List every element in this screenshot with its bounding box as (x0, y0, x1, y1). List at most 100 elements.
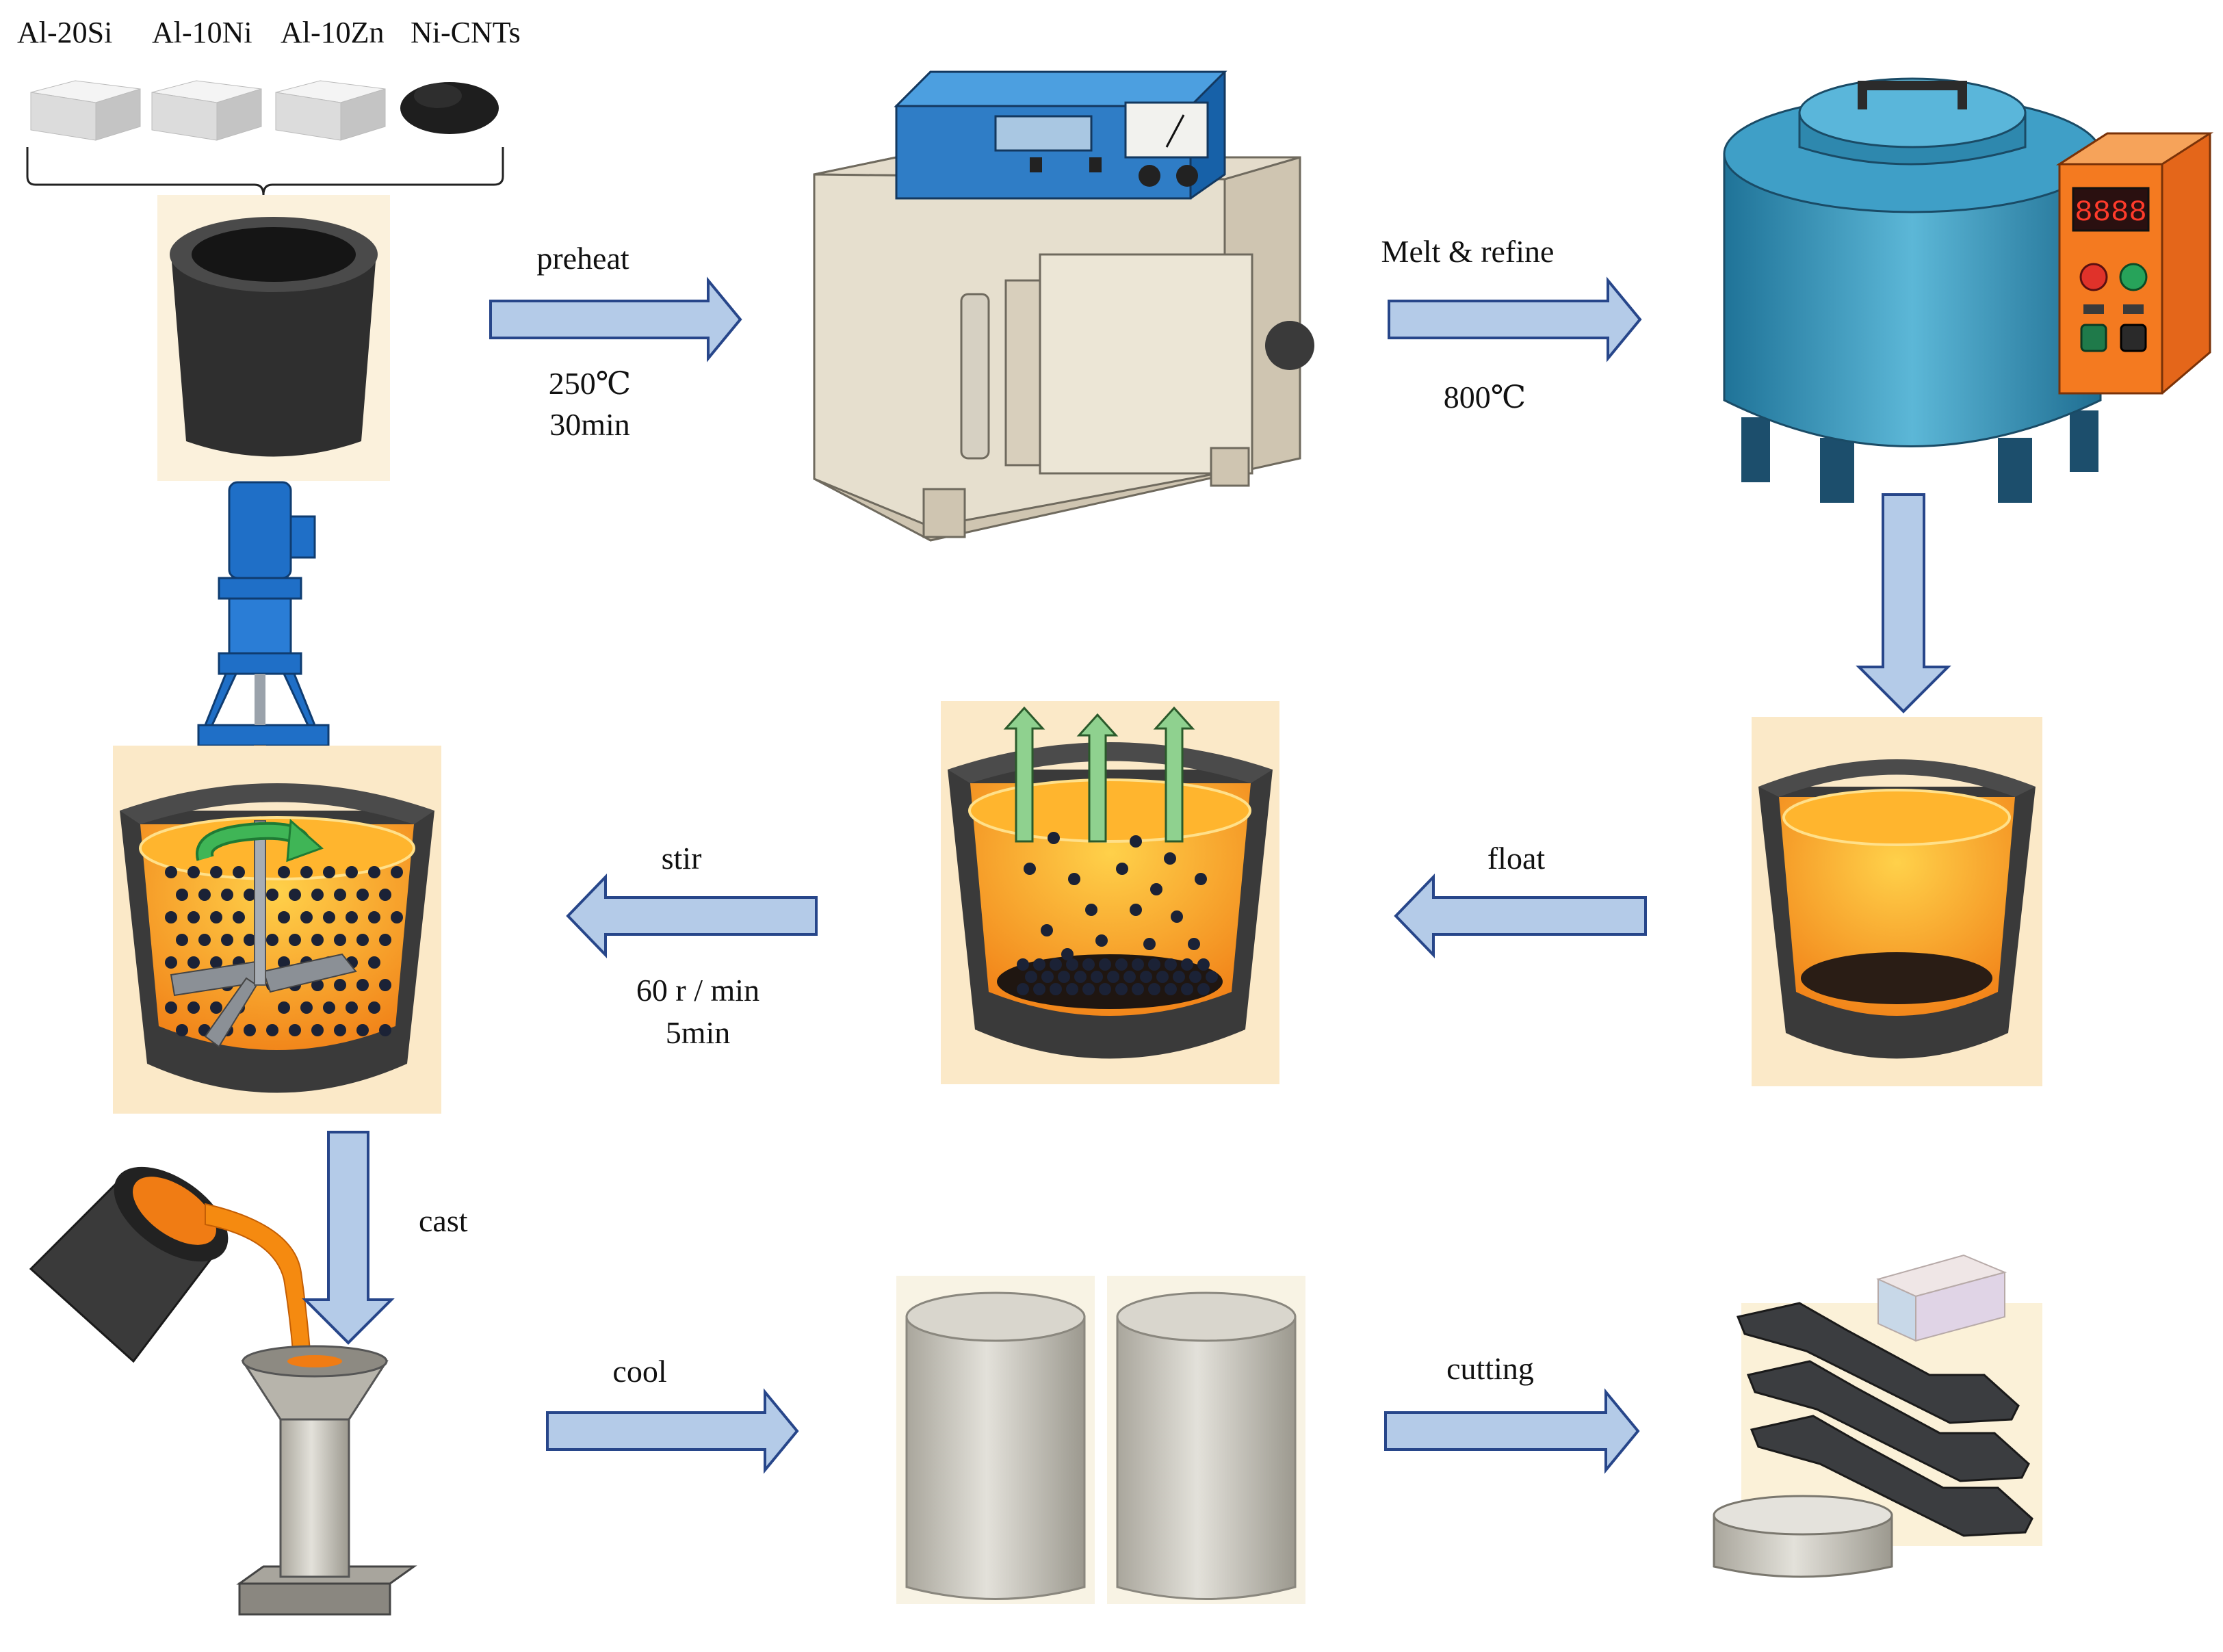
particle (1074, 971, 1087, 983)
particle (1041, 924, 1053, 936)
stir-arrow (566, 874, 818, 958)
floating-particles-crucible (941, 701, 1279, 1084)
particle (1171, 910, 1183, 923)
particle (1189, 971, 1201, 983)
particle (368, 866, 380, 878)
particle (266, 1024, 278, 1036)
particle (323, 911, 335, 923)
particle (1143, 938, 1156, 950)
materials-bracket (26, 147, 504, 196)
stir-time: 5min (665, 1015, 731, 1050)
particle (1058, 971, 1070, 983)
preheat-temperature: 250℃ (548, 366, 632, 401)
particle (1066, 958, 1078, 971)
material-label-al-10zn: Al-10Zn (281, 16, 385, 49)
particle (346, 1001, 358, 1014)
particle (1082, 958, 1095, 971)
particle (165, 1001, 177, 1014)
down-arrow-right (1856, 493, 1951, 713)
particle (1165, 983, 1177, 995)
particle (1173, 971, 1185, 983)
cast-label: cast (419, 1203, 468, 1238)
particle (1206, 971, 1218, 983)
particle (210, 1001, 222, 1014)
particle (334, 1024, 346, 1036)
particle (278, 911, 290, 923)
particle (1130, 904, 1142, 916)
float-arrow (1394, 874, 1647, 958)
particle (368, 911, 380, 923)
particle (1091, 971, 1103, 983)
stir-speed: 60 r / min (636, 973, 760, 1008)
particle (1107, 971, 1119, 983)
particle (300, 866, 313, 878)
particle (1115, 958, 1128, 971)
melt-arrow (1388, 276, 1642, 363)
particle (1116, 863, 1128, 875)
cutting-label: cutting (1446, 1351, 1534, 1386)
particle (368, 956, 380, 969)
resistance-oven (813, 156, 1314, 542)
oven-controller (894, 70, 1227, 200)
particle (1017, 958, 1029, 971)
preheat-arrow (489, 276, 742, 363)
furnace-control-box: 8888 (2055, 132, 2214, 395)
particle (356, 889, 369, 901)
particle (311, 1024, 324, 1036)
particle (334, 979, 346, 991)
particle (368, 1001, 380, 1014)
particle (1132, 983, 1144, 995)
particle (278, 1001, 290, 1014)
particle (278, 866, 290, 878)
melt-refine-label: Melt & refine (1381, 234, 1555, 269)
al-10ni-block (151, 80, 262, 141)
particle (1099, 958, 1111, 971)
particle (323, 1001, 335, 1014)
particle (1156, 971, 1169, 983)
particle (187, 911, 200, 923)
cutting-arrow (1384, 1388, 1640, 1474)
particle (233, 866, 245, 878)
particle (1095, 934, 1108, 947)
cool-label: cool (612, 1354, 667, 1389)
cast-arrow (302, 1131, 395, 1345)
rotation-arrow (196, 818, 324, 863)
particle (165, 956, 177, 969)
particle (379, 979, 391, 991)
particle (1130, 835, 1142, 848)
particle (244, 889, 256, 901)
melt-temperature: 800℃ (1443, 380, 1526, 415)
particle (391, 866, 403, 878)
empty-crucible (157, 195, 390, 481)
particle (311, 934, 324, 946)
float-up-arrows (1003, 706, 1195, 843)
particle (1061, 948, 1074, 960)
particle (1165, 958, 1177, 971)
particle (1197, 983, 1210, 995)
cast-ingot-1 (896, 1276, 1095, 1604)
particle (356, 979, 369, 991)
particle (1033, 958, 1045, 971)
particle (1085, 904, 1097, 916)
particle (1195, 873, 1207, 885)
particle (334, 934, 346, 946)
particle (289, 934, 301, 946)
particle (1099, 983, 1111, 995)
particle (346, 911, 358, 923)
particle (210, 866, 222, 878)
particle (176, 934, 188, 946)
particle (233, 911, 245, 923)
particle (244, 934, 256, 946)
casting-mould (236, 1345, 417, 1616)
particle (1188, 938, 1200, 950)
cast-ingot-2 (1107, 1276, 1305, 1604)
al-10zn-block (275, 80, 386, 141)
particle (379, 934, 391, 946)
particle (1050, 958, 1062, 971)
al-20si-block (30, 80, 141, 141)
stirring-crucible (113, 746, 441, 1114)
particle (356, 934, 369, 946)
float-label: float (1487, 841, 1546, 876)
particle (198, 934, 211, 946)
